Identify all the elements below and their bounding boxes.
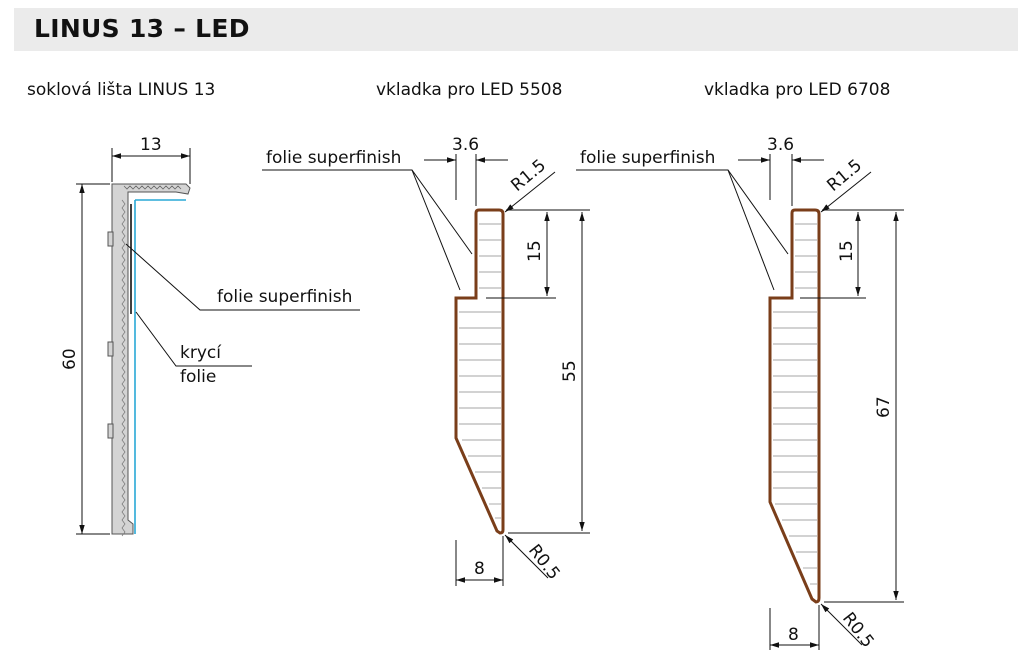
dim-5508-top: 3.6 xyxy=(452,135,479,155)
insert-5508-hatch xyxy=(459,223,501,519)
dim-5508-step: 15 xyxy=(525,240,545,262)
dim-5508-height: 55 xyxy=(560,360,580,382)
dim-6708-bottom: 8 xyxy=(788,625,799,645)
dim-profile-width: 13 xyxy=(140,135,162,155)
profile-linus13: 13 60 folie superfinish krycí folie xyxy=(60,135,360,537)
label-5508-folie: folie superfinish xyxy=(266,148,401,168)
caption-profile: soklová lišta LINUS 13 xyxy=(27,80,216,100)
label-kryci-2: folie xyxy=(180,367,216,387)
title-bar: LINUS 13 – LED xyxy=(14,8,1018,51)
insert-5508: 3.6 R1.5 folie superfinish 15 55 8 R0.5 xyxy=(262,135,590,586)
label-6708-folie: folie superfinish xyxy=(580,148,715,168)
profile-body xyxy=(111,183,191,535)
insert-6708-hatch xyxy=(773,223,817,585)
insert-6708: 3.6 R1.5 folie superfinish 15 67 8 R0.5 xyxy=(576,135,904,652)
dim-6708-r-bottom: R0.5 xyxy=(838,609,878,652)
dim-6708-step: 15 xyxy=(837,240,857,262)
dim-5508-r-top: R1.5 xyxy=(507,156,550,196)
dim-6708-top: 3.6 xyxy=(767,135,794,155)
dim-profile-height: 60 xyxy=(60,348,80,370)
insert-5508-body xyxy=(454,208,505,535)
label-kryci-1: krycí xyxy=(180,343,222,363)
label-profile-folie: folie superfinish xyxy=(217,287,352,307)
dim-6708-height: 67 xyxy=(874,396,894,418)
cover-foil xyxy=(134,199,186,534)
page-title: LINUS 13 – LED xyxy=(34,14,250,43)
dim-5508-bottom: 8 xyxy=(474,559,485,579)
dim-6708-r-top: R1.5 xyxy=(823,156,866,196)
caption-insert-5508: vkladka pro LED 5508 xyxy=(376,80,563,100)
caption-insert-6708: vkladka pro LED 6708 xyxy=(704,80,891,100)
profile-side-teeth xyxy=(121,199,126,537)
profile-top-teeth xyxy=(123,185,182,190)
dim-5508-r-bottom: R0.5 xyxy=(524,541,564,584)
insert-6708-body xyxy=(768,208,821,604)
